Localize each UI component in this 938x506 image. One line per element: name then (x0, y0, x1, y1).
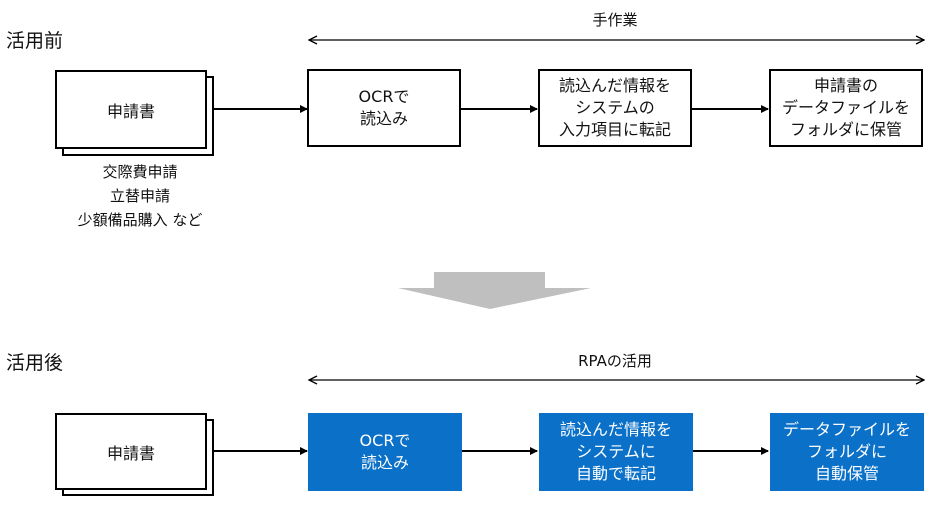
before-section-label: 活用前 (6, 30, 64, 52)
before-document-label: 申請書 (106, 101, 155, 121)
after-section-label: 活用後 (6, 352, 64, 374)
after-document-label: 申請書 (106, 443, 155, 463)
after-step-auto-store: データファイルを フォルダに 自動保管 (770, 413, 924, 491)
before-step-ocr: OCRで 読込み (307, 69, 461, 147)
before-step-transcribe: 読込んだ情報を システムの 入力項目に転記 (538, 69, 692, 147)
after-step-ocr: OCRで 読込み (308, 413, 462, 491)
after-step-auto-transcribe: 読込んだ情報を システムに 自動で転記 (539, 413, 693, 491)
before-document-examples: 交際費申請 立替申請 少額備品購入 など (77, 163, 203, 229)
before-range-label: 手作業 (592, 11, 638, 29)
after-document: 申請書 (55, 413, 207, 490)
after-range-label: RPAの活用 (578, 352, 652, 370)
transition-arrow (398, 272, 591, 309)
before-document: 申請書 (55, 70, 207, 149)
before-step-store: 申請書の データファイルを フォルダに保管 (769, 69, 923, 147)
